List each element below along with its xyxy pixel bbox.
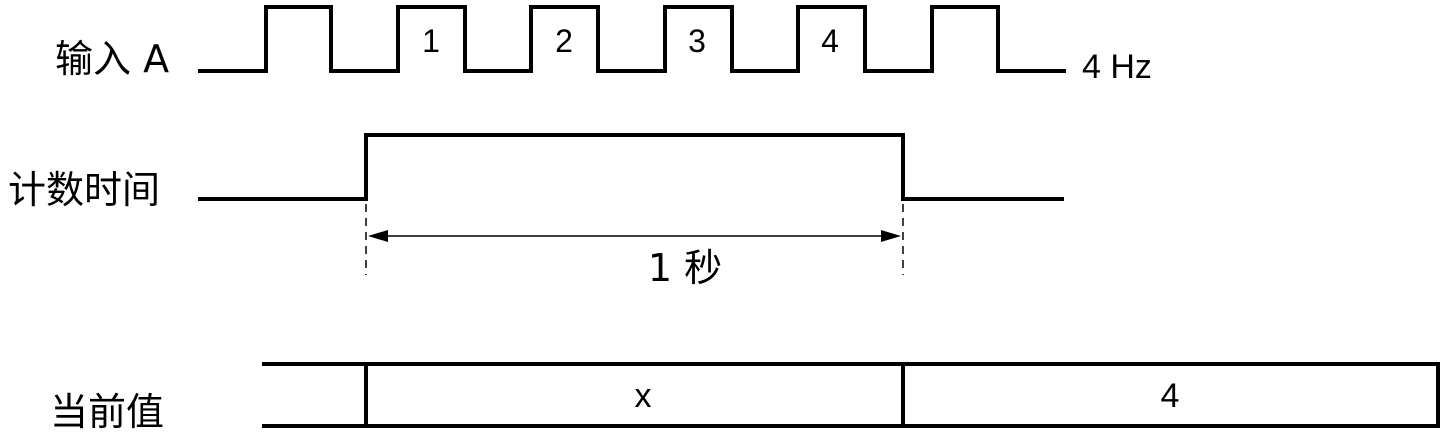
current-value-label: 当前值 (50, 390, 164, 432)
input-a-waveform (198, 5, 1066, 73)
current-value-segment: x (635, 377, 652, 415)
pulse-number: 2 (555, 23, 573, 59)
pulse-number: 4 (821, 23, 839, 59)
count-time-label: 计数时间 (8, 168, 160, 212)
current-value-segment: 4 (1161, 377, 1180, 415)
pulse-number: 3 (688, 23, 706, 59)
count-time-waveform (198, 133, 1064, 201)
frequency-label: 4 Hz (1082, 48, 1152, 86)
duration-label: 1 秒 (648, 246, 722, 290)
pulse-number: 1 (422, 23, 440, 59)
input-a-label: 输入 A (55, 37, 169, 81)
arrow-left-icon (368, 230, 388, 242)
arrow-right-icon (881, 230, 901, 242)
